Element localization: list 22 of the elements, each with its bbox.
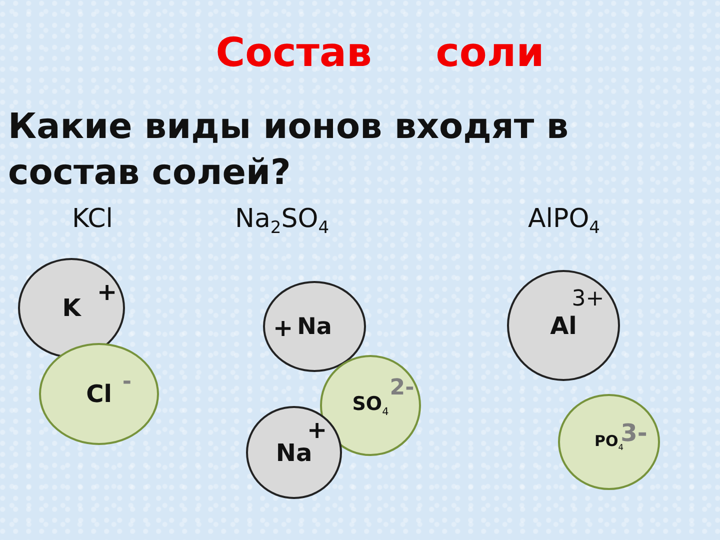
ion-symbol: K bbox=[62, 294, 81, 322]
ion-charge: + bbox=[272, 314, 294, 342]
ion-charge: + bbox=[96, 278, 118, 306]
cation-circle bbox=[246, 406, 342, 499]
cation-circle bbox=[263, 281, 366, 372]
formula-label: KCl bbox=[72, 204, 114, 234]
cation-circle bbox=[18, 258, 125, 358]
ion-symbol: Al bbox=[550, 312, 577, 340]
ion-symbol: Na bbox=[297, 314, 332, 340]
formula-label: AlPO$_{4}$ bbox=[528, 204, 600, 238]
ion-charge: - bbox=[122, 370, 132, 394]
anion-circle bbox=[39, 343, 159, 445]
ion-charge: 3+ bbox=[572, 286, 604, 312]
ion-symbol: PO$_{4}$ bbox=[594, 432, 624, 452]
formula-label: Na$_{2}$SO$_{4}$ bbox=[235, 204, 330, 238]
cation-circle bbox=[507, 270, 620, 381]
ion-charge: 2- bbox=[390, 376, 414, 400]
anion-circle bbox=[558, 394, 660, 490]
title: Состав соли bbox=[214, 30, 546, 76]
ion-symbol: Cl bbox=[86, 380, 112, 408]
question-text: Какие виды ионов входят в состав солей? bbox=[8, 106, 570, 195]
ion-symbol: SO$_{4}$ bbox=[352, 393, 389, 418]
